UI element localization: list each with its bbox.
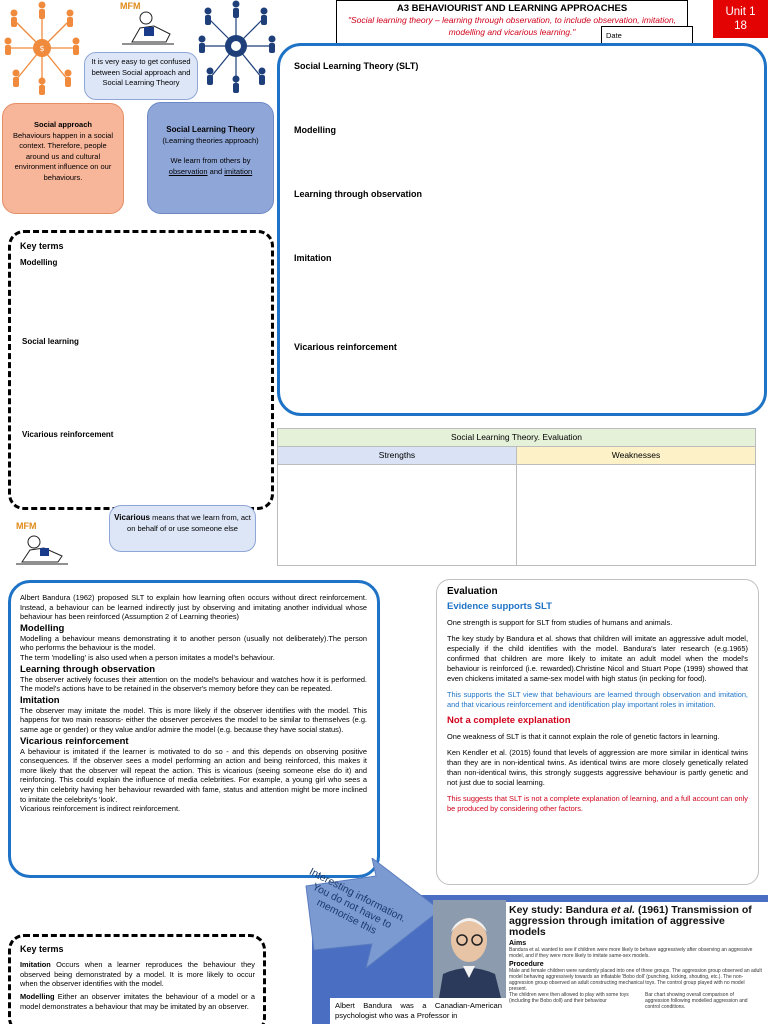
imitation-definition-term: Imitation (20, 959, 51, 969)
reading-heading-vicarious: Vicarious reinforcement (20, 735, 129, 747)
slt-heading: Social Learning Theory (SLT) (294, 61, 419, 71)
modelling-definition-row: Modelling Either an observer imitates th… (20, 992, 255, 1012)
imitation-definition-row: Imitation Occurs when a learner reproduc… (20, 960, 255, 989)
reading-text-observation: The observer actively focuses their atte… (20, 674, 367, 694)
key-study-title-pre: Key study: Bandura (509, 904, 609, 916)
social-approach-title: Social approach (34, 120, 92, 129)
weaknesses-header: Weaknesses (517, 447, 755, 465)
unit-label: Unit 1 (725, 6, 756, 18)
mfm-logo-text: MFM (120, 1, 141, 11)
slt-card-body: We learn from others by (170, 156, 251, 165)
modelling-definition-term: Modelling (20, 992, 55, 1002)
strengths-header: Strengths (278, 447, 517, 465)
key-term-social-learning: Social learning (22, 337, 79, 346)
procedure-heading: Procedure (509, 961, 544, 968)
confusion-tip-text: It is very easy to get confused between … (91, 57, 191, 87)
reading-heading-observation: Learning through observation (20, 663, 156, 675)
evaluation-p6: This suggests that SLT is not a complete… (447, 794, 748, 813)
evaluation-p4: One weakness of SLT is that it cannot ex… (447, 732, 720, 741)
worksheet-quote: "Social learning theory – learning throu… (347, 15, 677, 37)
evaluation-p1: One strength is support for SLT from stu… (447, 618, 673, 627)
vicarious-reinforcement-heading: Vicarious reinforcement (294, 342, 397, 352)
key-terms-heading-2: Key terms (20, 944, 64, 954)
evaluation-box: Evaluation Evidence supports SLT One str… (436, 579, 759, 885)
vicarious-term: Vicarious (114, 513, 150, 522)
reading-text-modelling: Modelling a behaviour means demonstratin… (20, 633, 367, 653)
imitation-heading: Imitation (294, 253, 332, 263)
key-study-title: Key study: Bandura et al. (1961) Transmi… (509, 905, 764, 938)
reading-intro: Albert Bandura (1962) proposed SLT to ex… (20, 593, 367, 622)
reading-text-modelling-2: The term 'modelling' is also used when a… (20, 652, 275, 662)
evidence-heading: Evidence supports SLT (447, 601, 552, 612)
social-network-blue-illustration (198, 0, 276, 93)
bandura-portrait (433, 900, 506, 998)
reading-text-imitation: The observer may imitate the model. This… (20, 705, 367, 734)
unit-badge: Unit 1 18 (713, 0, 768, 38)
evaluation-table: Social Learning Theory. Evaluation Stren… (277, 428, 756, 566)
weaknesses-cell[interactable] (517, 465, 755, 565)
evaluation-p3: This supports the SLT view that behaviou… (447, 690, 748, 709)
worksheet-title: A3 BEHAVIOURIST AND LEARNING APPROACHES (396, 3, 628, 14)
reading-heading-imitation: Imitation (20, 694, 60, 706)
slt-definition-card: Social Learning Theory (Learning theorie… (147, 102, 274, 214)
key-term-vicarious-reinforcement: Vicarious reinforcement (22, 430, 114, 439)
imitation-term: imitation (224, 166, 253, 176)
mfm-cartoon-2-icon: MFM (16, 521, 68, 565)
social-approach-card: Social approach Behaviours happen in a s… (2, 103, 124, 214)
social-network-orange-illustration: $ (4, 1, 80, 95)
vicarious-definition: means that we learn from, act on behalf … (127, 513, 251, 533)
mfm-cartoon: MFM (118, 0, 178, 46)
confusion-tip-bubble: It is very easy to get confused between … (84, 52, 198, 100)
key-term-modelling: Modelling (20, 258, 58, 267)
aims-text: Bandura et al. wanted to see if children… (509, 947, 753, 959)
reading-text-vicarious-2: Vicarious reinforcement is indirect rein… (20, 804, 181, 814)
key-study-card: Key study: Bandura et al. (1961) Transmi… (506, 902, 768, 1024)
mfm-cartoon-icon: MFM (120, 1, 174, 45)
slt-notes-box[interactable]: Social Learning Theory (SLT) Modelling L… (277, 43, 767, 416)
date-field[interactable]: Date (601, 26, 693, 44)
modelling-definition: Either an observer imitates the behaviou… (20, 992, 255, 1011)
unit-number: 18 (734, 20, 747, 32)
date-label: Date (606, 31, 622, 40)
chart-caption: Bar chart showing overall comparison of … (645, 992, 748, 1010)
evaluation-p2: The key study by Bandura et al. shows th… (447, 634, 748, 683)
mfm-cartoon-2: MFM (14, 520, 70, 566)
learning-through-observation-heading: Learning through observation (294, 189, 423, 199)
social-approach-body: Behaviours happen in a social context. T… (12, 130, 114, 182)
evaluation-title: Evaluation (447, 586, 498, 597)
key-terms-box-2: Key terms Imitation Occurs when a learne… (8, 934, 266, 1024)
procedure-text: Male and female children were randomly p… (509, 968, 762, 992)
bandura-bio: Albert Bandura was a Canadian-American p… (330, 998, 506, 1024)
key-terms-heading: Key terms (20, 241, 64, 251)
strengths-cell[interactable] (278, 465, 517, 565)
key-study-title-et: et al. (611, 904, 636, 916)
procedure-text-2: The children were then allowed to play w… (509, 992, 629, 1004)
reading-heading-modelling: Modelling (20, 622, 65, 634)
portrait-image (433, 900, 506, 998)
slt-reading-box: Albert Bandura (1962) proposed SLT to ex… (8, 580, 380, 878)
modelling-heading: Modelling (294, 125, 336, 135)
svg-text:$: $ (39, 44, 44, 53)
slt-card-and: and (209, 166, 223, 176)
weakness-heading: Not a complete explanation (447, 715, 571, 726)
key-terms-box: Key terms Modelling Social learning Vica… (8, 230, 274, 510)
key-study-title-post: (1961) Transmission of aggression throug… (509, 904, 752, 938)
observation-term: observation (168, 166, 208, 176)
evaluation-table-title: Social Learning Theory. Evaluation (278, 429, 755, 447)
slt-card-subtitle: (Learning theories approach) (162, 135, 259, 145)
vicarious-definition-bubble: Vicarious means that we learn from, act … (109, 505, 256, 552)
arrow-shape (305, 858, 440, 970)
slt-card-title: Social Learning Theory (166, 125, 255, 134)
imitation-definition: Occurs when a learner reproduces the beh… (20, 959, 255, 989)
reading-text-vicarious: A behaviour is imitated if the learner i… (20, 746, 367, 804)
evaluation-p5: Ken Kendler et al. (2015) found that lev… (447, 748, 748, 787)
mfm-logo-text-2: MFM (16, 521, 37, 531)
aims-heading: Aims (509, 940, 527, 947)
